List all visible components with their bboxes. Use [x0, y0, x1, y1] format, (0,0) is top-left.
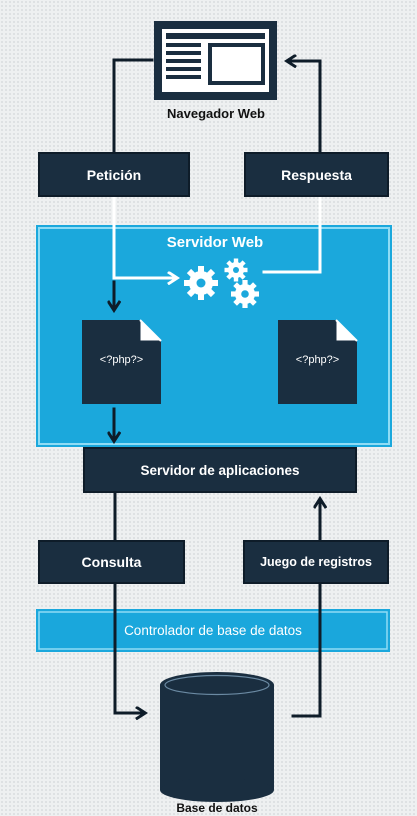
database-cylinder-icon	[160, 672, 274, 802]
db-driver-bar	[36, 609, 390, 652]
db-driver-label: Controlador de base de datos	[124, 623, 302, 638]
query-to-db-arrow	[113, 582, 144, 713]
gears-icon	[184, 258, 259, 308]
php-file-label-left: <?php?>	[99, 354, 144, 366]
request-box: Petición	[38, 152, 190, 197]
db-to-recordset-line	[291, 582, 322, 718]
recordset-box: Juego de registros	[243, 540, 389, 584]
gears-to-response-line	[262, 195, 322, 274]
php-file-label-right: <?php?>	[295, 354, 340, 366]
response-box: Respuesta	[244, 152, 389, 197]
request-to-gears-line	[112, 195, 176, 278]
db-driver-bar-border	[38, 611, 388, 650]
php-file-icon-right	[278, 319, 358, 404]
response-arrow-to-browser	[288, 61, 322, 154]
php-file-icon-left	[82, 319, 162, 404]
query-box: Consulta	[38, 540, 185, 584]
request-line-top	[112, 58, 154, 154]
browser-window-icon	[154, 21, 277, 100]
web-server-panel-border	[38, 227, 390, 445]
database-label: Base de datos	[176, 801, 258, 815]
app-server-box: Servidor de aplicaciones	[83, 447, 357, 493]
web-server-title: Servidor Web	[166, 233, 264, 251]
browser-label: Navegador Web	[166, 105, 265, 121]
